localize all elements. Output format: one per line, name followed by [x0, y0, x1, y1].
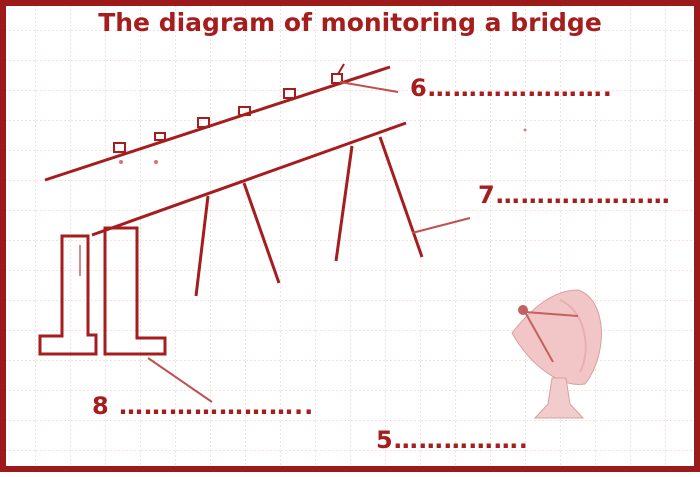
sensor-box: [113, 142, 126, 153]
right-pier: [103, 226, 167, 356]
sensor-box: [154, 132, 166, 141]
pointer-6: [339, 81, 399, 93]
dish-feed: [518, 305, 528, 315]
sensor-box: [197, 117, 210, 128]
dish-inner: [559, 299, 587, 373]
sensor-box: [238, 106, 251, 116]
label-8: 8 …………………..: [92, 392, 315, 420]
sensor-antenna: [337, 63, 345, 75]
bridge-cables: [194, 136, 424, 297]
dish-arm: [524, 311, 579, 317]
cable: [378, 136, 424, 258]
cable: [194, 195, 210, 297]
sensor-dot: [154, 160, 158, 164]
sensor-box: [283, 88, 296, 99]
left-pier: [38, 234, 98, 356]
upper-sensor-line: [44, 65, 391, 182]
dish-stand: [533, 377, 585, 419]
pointer-8: [147, 357, 213, 403]
label-7: 7…………………: [478, 181, 671, 209]
label-6: 6………………….: [410, 74, 613, 102]
sensor-box: [331, 73, 343, 84]
dish-arm: [524, 311, 554, 363]
sensor-boxes: [113, 73, 343, 153]
satellite-dish-icon: [511, 289, 602, 419]
small-dot: [523, 128, 527, 132]
pointer-7: [411, 217, 471, 234]
label-5: 5…………….: [376, 426, 529, 454]
bridge-piers: [38, 226, 167, 356]
cable: [334, 145, 354, 262]
diagram-title: The diagram of monitoring a bridge: [98, 8, 602, 37]
bridge-deck: [91, 121, 407, 237]
cable: [242, 182, 281, 284]
sensor-dot: [119, 160, 123, 164]
